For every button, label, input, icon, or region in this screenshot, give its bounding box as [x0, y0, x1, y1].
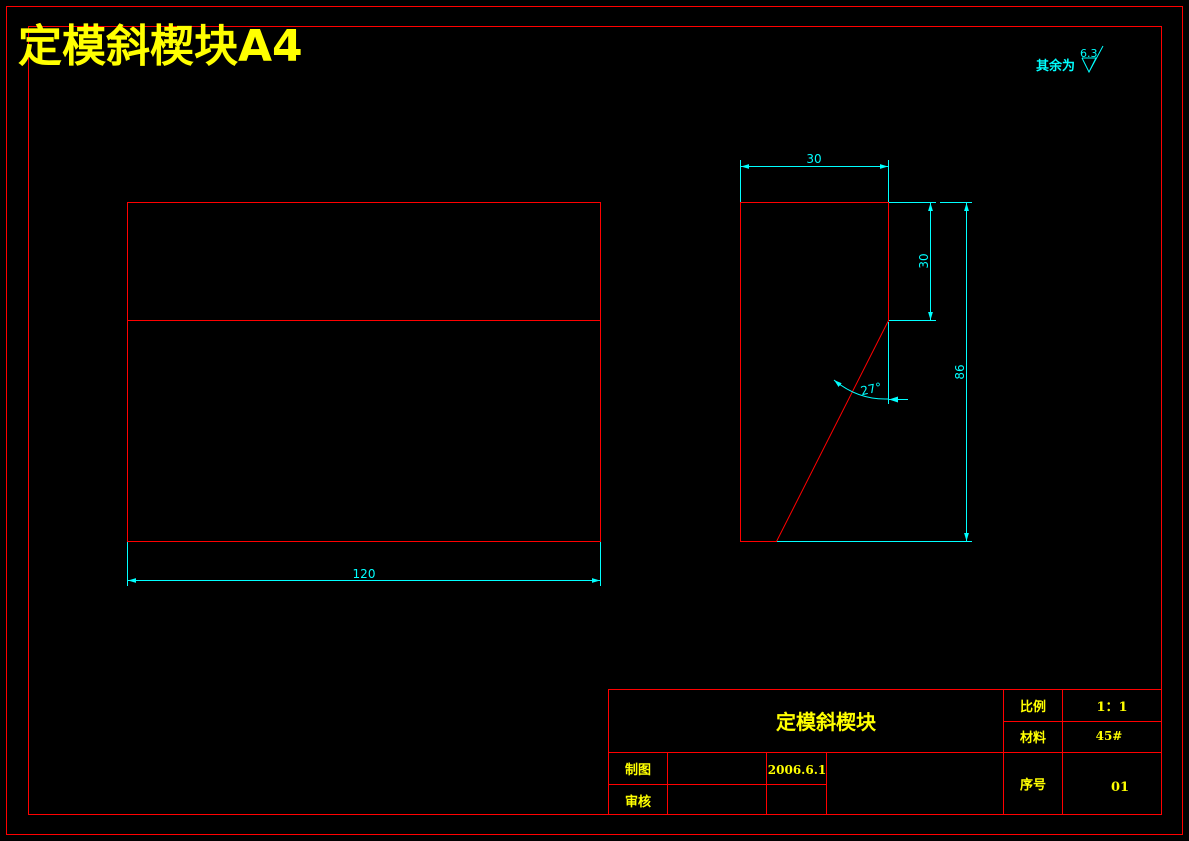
dim-text-30-top: 30: [806, 152, 821, 166]
dim-side-top-width: 30: [740, 152, 889, 202]
scale-value: 1：1: [1096, 700, 1127, 715]
dim-side-total-height: 86: [777, 202, 972, 542]
roughness-value: 6.3: [1080, 47, 1098, 60]
sheet-outer-border: [6, 6, 1183, 835]
side-view: [740, 202, 889, 542]
roughness-symbol-icon: [1081, 45, 1104, 74]
serial-label: 序号: [1020, 777, 1046, 793]
checked-label: 审核: [625, 794, 651, 810]
material-value: 45#: [1096, 729, 1123, 743]
dim-text-30-vertical: 30: [917, 253, 931, 268]
side-view-outline: [740, 202, 889, 542]
drawn-label: 制图: [625, 762, 651, 778]
title-block: 定模斜楔块 比例 1：1 材料 45# 制图 2006.6.1 审核 序号 01: [608, 689, 1162, 815]
front-view-outline: [127, 202, 601, 542]
dim-text-86: 86: [953, 364, 967, 379]
serial-value: 01: [1111, 780, 1129, 795]
drawing-title: 定模斜楔块A4: [18, 21, 303, 72]
dim-text-27: 27°: [859, 380, 883, 398]
title-block-part-name: 定模斜楔块: [776, 710, 877, 734]
dim-side-angle: 27°: [833, 322, 908, 404]
dim-text-120: 120: [353, 567, 376, 581]
drawn-date: 2006.6.1: [768, 763, 826, 777]
roughness-note: 其余为 6.3: [1036, 45, 1104, 74]
front-view: [127, 202, 601, 542]
material-label: 材料: [1020, 730, 1046, 746]
scale-label: 比例: [1020, 699, 1046, 715]
roughness-prefix: 其余为: [1036, 58, 1075, 74]
sheet-inner-border: [28, 26, 1162, 815]
dim-side-step-height: 30: [889, 202, 936, 321]
dim-front-width: 120: [127, 542, 601, 586]
dim-arc-27: [833, 379, 889, 400]
